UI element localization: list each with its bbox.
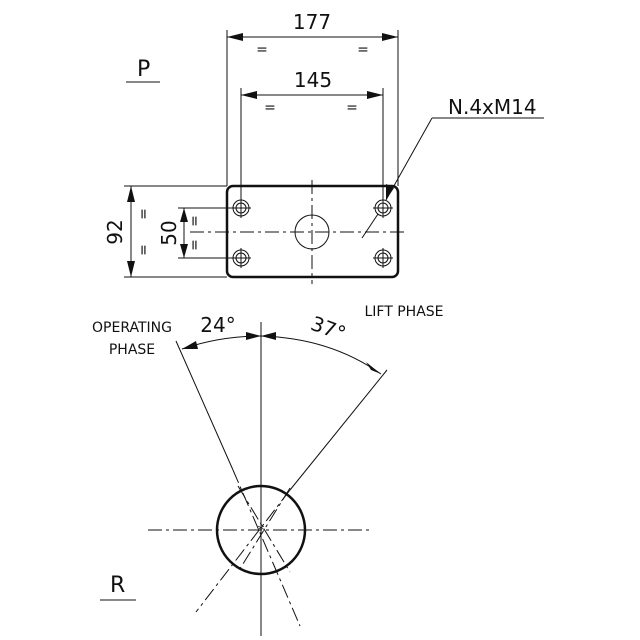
dim-50-text: 50 bbox=[157, 220, 181, 245]
callout-leader-through bbox=[361, 213, 379, 239]
dim-145-text: 145 bbox=[294, 68, 332, 92]
dim-177-text: 177 bbox=[293, 10, 331, 34]
lift-phase-ray bbox=[289, 369, 388, 491]
equal-mark-92-bottom: = bbox=[136, 244, 152, 256]
view-p-text: P bbox=[137, 57, 150, 82]
operating-arc-arrow-right bbox=[246, 332, 261, 340]
arrow-50-top bbox=[180, 208, 188, 222]
hole-callout-text: N.4xM14 bbox=[448, 95, 537, 119]
center-mark: * bbox=[258, 523, 265, 539]
center-bore bbox=[294, 214, 330, 250]
equal-mark-50-top: = bbox=[187, 215, 203, 227]
base-plate bbox=[190, 180, 405, 284]
operating-phase-ray bbox=[175, 340, 234, 471]
view-label-p: P bbox=[126, 57, 160, 83]
operating-phase-line2: PHASE bbox=[109, 342, 155, 358]
mounting-hole-bottom-left bbox=[231, 248, 251, 268]
view-r-text: R bbox=[110, 573, 125, 598]
callout-arrow bbox=[386, 184, 394, 200]
arrow-177-left bbox=[227, 33, 243, 41]
dimension-92: 92 = = bbox=[103, 185, 227, 278]
operating-phase-label: OPERATING PHASE 24° bbox=[92, 313, 236, 358]
lift-phase-text: LIFT PHASE bbox=[364, 304, 443, 320]
mounting-hole-top-right bbox=[373, 198, 393, 218]
view-label-r: R bbox=[100, 573, 136, 601]
equal-mark-92-top: = bbox=[136, 208, 152, 220]
arrow-145-left bbox=[241, 91, 257, 99]
lift-phase-label: LIFT PHASE 37° bbox=[308, 304, 444, 346]
mounting-hole-bottom-right bbox=[373, 248, 393, 268]
operating-phase-line1: OPERATING bbox=[92, 320, 172, 336]
side-view-circle: * bbox=[148, 484, 372, 576]
phase-angle-geometry bbox=[175, 322, 388, 636]
circle-inner-line-a bbox=[237, 485, 291, 573]
arrow-92-bottom bbox=[127, 261, 135, 277]
equal-mark-145-left: = bbox=[264, 100, 276, 116]
arrow-177-right bbox=[382, 33, 398, 41]
arrow-50-bottom bbox=[180, 244, 188, 258]
lift-angle-arc bbox=[260, 335, 382, 375]
dimension-177: 177 = = bbox=[226, 10, 399, 186]
equal-mark-177-right: = bbox=[357, 42, 369, 58]
lift-phase-ray-extension bbox=[195, 489, 291, 613]
dimension-50: 50 = = bbox=[157, 207, 233, 259]
equal-mark-177-left: = bbox=[256, 42, 268, 58]
operating-angle-text: 24° bbox=[200, 313, 235, 337]
mounting-hole-top-left bbox=[231, 198, 251, 218]
arrow-92-top bbox=[127, 186, 135, 202]
lift-arc-arrow-left bbox=[261, 332, 276, 340]
equal-mark-50-bottom: = bbox=[187, 239, 203, 251]
dim-92-text: 92 bbox=[103, 219, 127, 244]
hole-callout: N.4xM14 bbox=[361, 95, 544, 239]
operating-arc-arrow-left bbox=[182, 341, 198, 349]
arrow-145-right bbox=[367, 91, 383, 99]
lift-angle-text: 37° bbox=[308, 311, 350, 346]
lift-arc-arrow-right bbox=[366, 362, 381, 374]
circle-inner-line-b bbox=[237, 487, 291, 573]
dimension-145: 145 = = bbox=[240, 68, 384, 200]
equal-mark-145-right: = bbox=[346, 100, 358, 116]
